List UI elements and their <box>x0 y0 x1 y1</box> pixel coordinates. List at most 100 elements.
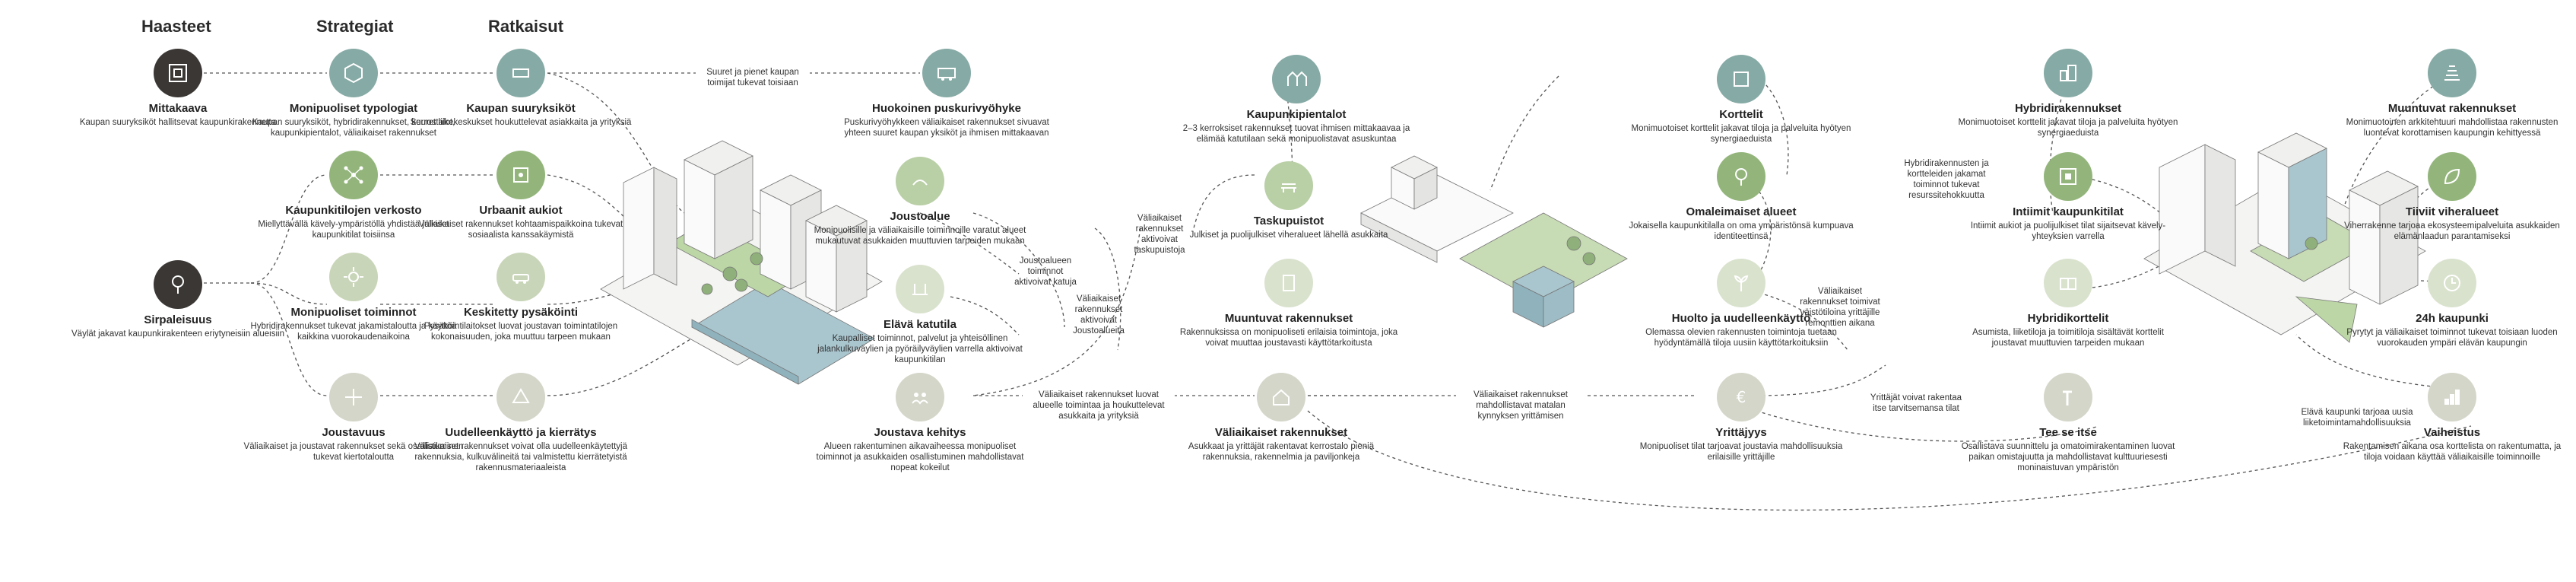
node-tiiviit-viheralueet: Tiiviit viheralueet Viherrakenne tarjoaa… <box>2338 152 2566 242</box>
node-monipuoliset-typologiat: Monipuoliset typologiat Kaupan suuryksik… <box>240 49 468 138</box>
node-title: Uudelleenkäyttö ja kierrätys <box>445 426 597 439</box>
node-title: Kaupunkitilojen verkosto <box>285 204 422 217</box>
node-desc: Väliaikaiset rakennukset voivat olla uud… <box>414 442 627 472</box>
node-desc: Viherrakenne tarjoaa ekosysteemipalvelui… <box>2344 221 2560 241</box>
node-hybridikorttelit: Hybridikorttelit Asumista, liiketiloja j… <box>1954 259 2182 348</box>
connector-label: Väliaikaiset rakennukset toimivat väistö… <box>1800 287 1880 328</box>
hammer-icon <box>2044 373 2092 421</box>
connector-label: Joustoalueen toiminnot aktivoivat katuja <box>1014 256 1077 287</box>
node-desc: Osallistava suunnittelu ja omatoimiraken… <box>1961 442 2175 472</box>
mixed-block-icon <box>2044 259 2092 307</box>
people-icon <box>896 373 944 421</box>
node-desc: Rakentamisen aikana osa korttelista on r… <box>2343 442 2562 462</box>
rectangle-icon <box>496 49 545 97</box>
network-icon <box>329 151 378 199</box>
node-title: Joustava kehitys <box>874 426 966 439</box>
node-desc: Monipuolisille ja väliaikaisille toiminn… <box>814 226 1026 246</box>
node-desc: Intiimit aukiot ja puolijulkiset tilat s… <box>1970 221 2166 241</box>
node-joustavuus: Joustavuus Väliaikaiset ja joustavat rak… <box>240 373 468 463</box>
node-title: Monipuoliset toiminnot <box>290 306 417 319</box>
node-urbaanit-aukiot: Urbaanit aukiot Väliaikaiset rakennukset… <box>407 151 635 240</box>
node-desc: Monimuotoiset korttelit jakavat tiloja j… <box>1631 124 1851 144</box>
node-desc: Asumista, liiketiloja ja toimitiloja sis… <box>1972 328 2164 348</box>
node-title: Monipuoliset typologiat <box>289 102 418 115</box>
node-title: Keskitetty pysäköinti <box>463 306 579 319</box>
euro-icon: € <box>1717 373 1765 421</box>
node-title: Taskupuistot <box>1253 215 1324 227</box>
node-desc: Kaupan suuryksiköt hallitsevat kaupunkir… <box>79 118 277 127</box>
node-title: Hybridikorttelit <box>2027 312 2109 325</box>
node-24h-kaupunki: 24h kaupunki Pyrytyt ja väliaikaiset toi… <box>2338 259 2566 348</box>
node-desc: Puskurivyöhykkeen väliaikaiset rakennuks… <box>844 118 1049 138</box>
node-title: Väliaikaiset rakennukset <box>1214 426 1348 439</box>
connector-label: Väliaikaiset rakennukset luovat alueelle… <box>1023 390 1175 421</box>
phases-icon <box>2428 373 2476 421</box>
node-desc: Suuret liikekeskukset houkuttelevat asia… <box>410 118 632 127</box>
node-desc: Asukkaat ja yrittäjät rakentavat kerrost… <box>1188 442 1375 462</box>
node-intiimit-kaupunkitilat: Intiimit kaupunkitilat Intiimit aukiot j… <box>1954 152 2182 242</box>
node-desc: Pyrytyt ja väliaikaiset toiminnot tukeva… <box>2346 328 2558 348</box>
node-elava-katutila: Elävä katutila Kaupalliset toiminnot, pa… <box>806 265 1034 365</box>
node-puskurivyohyke: Huokoinen puskurivyöhyke Puskurivyöhykke… <box>833 49 1061 138</box>
node-korttelit: Korttelit Monimuotoiset korttelit jakava… <box>1627 55 1855 145</box>
node-title: Vaiheistus <box>2423 426 2481 439</box>
stacked-building-icon <box>2428 49 2476 97</box>
connector-label: Hybridirakennusten ja kortteleiden jakam… <box>1904 159 1989 200</box>
node-desc: Monimuotoiset korttelit jakavat tiloja j… <box>1958 118 2178 138</box>
connector-label: Väliaikaiset rakennukset mahdollistavat … <box>1456 390 1585 421</box>
node-desc: Alueen rakentuminen aikavaiheessa monipu… <box>816 442 1024 472</box>
node-title: Sirpaleisuus <box>144 313 212 326</box>
svg-text:€: € <box>1737 388 1746 406</box>
hexagon-shapes-icon <box>329 49 378 97</box>
node-monipuoliset-toiminnot: Monipuoliset toiminnot Hybridirakennukse… <box>240 253 468 342</box>
node-title: Korttelit <box>1719 108 1763 121</box>
node-title: Urbaanit aukiot <box>479 204 563 217</box>
node-title: Tiiviit viheralueet <box>2405 205 2499 218</box>
node-title: Mittakaava <box>148 102 208 115</box>
clock-icon <box>2428 259 2476 307</box>
recycle-icon <box>496 373 545 421</box>
node-keskitetty-pysakointi: Keskitetty pysäköinti Pysäköintilaitokse… <box>407 253 635 342</box>
node-title: Muuntuvat rakennukset <box>1224 312 1353 325</box>
node-title: Joustoalue <box>890 210 950 223</box>
node-desc: Pysäköintilaitokset luovat joustavan toi… <box>424 322 618 342</box>
hands-icon <box>896 157 944 205</box>
node-huolto: Huolto ja uudelleenkäyttö Olemassa olevi… <box>1627 259 1855 348</box>
node-kaupan-suuryksikot: Kaupan suuryksiköt Suuret liikekeskukset… <box>407 49 635 128</box>
location-pin-icon <box>154 260 202 309</box>
map-frame-icon <box>154 49 202 97</box>
node-desc: Jokaisella kaupunkitilalla on oma ympäri… <box>1629 221 1854 241</box>
header-strategiat: Strategiat <box>316 17 394 36</box>
node-desc: Monimuotoinen arkkitehtuuri mahdollistaa… <box>2346 118 2559 138</box>
node-title: Omaleimaiset alueet <box>1686 205 1797 218</box>
flex-arrows-icon <box>329 373 378 421</box>
connector-label: Suuret ja pienet kaupan toimijat tukevat… <box>696 67 810 88</box>
node-title: Huolto ja uudelleenkäyttö <box>1671 312 1811 325</box>
street-icon <box>896 265 944 313</box>
connector-label: Väliaikaiset rakennukset aktivoivat task… <box>1134 214 1185 255</box>
node-muuntuvat-rakennukset-1: Muuntuvat rakennukset Rakennuksissa on m… <box>1175 259 1403 348</box>
node-desc: Kaupan suuryksiköt, hybridirakennukset, … <box>252 118 455 138</box>
node-uudelleenkaytto: Uudelleenkäyttö ja kierrätys Väliaikaise… <box>407 373 635 473</box>
node-valiaikaiset-rakennukset: Väliaikaiset rakennukset Asukkaat ja yri… <box>1167 373 1395 463</box>
block-icon <box>1717 55 1765 103</box>
building-icon <box>1264 259 1313 307</box>
node-title: 24h kaupunki <box>2416 312 2489 325</box>
node-vaiheistus: Vaiheistus Rakentamisen aikana osa kortt… <box>2338 373 2566 463</box>
node-title: Intiimit kaupunkitilat <box>2013 205 2124 218</box>
park-bench-icon <box>1264 161 1313 210</box>
courtyard-icon <box>2044 152 2092 201</box>
houses-icon <box>1272 55 1321 103</box>
isometric-district-illustration-1 <box>600 140 883 385</box>
connector-label: Väliaikaiset rakennukset aktivoivat Jous… <box>1073 294 1125 336</box>
node-mittakaava: Mittakaava Kaupan suuryksiköt hallitseva… <box>64 49 292 128</box>
isometric-district-illustration-3 <box>2143 132 2426 343</box>
node-desc: Olemassa olevien rakennusten toimintoja … <box>1645 328 1837 348</box>
node-title: Hybridirakennukset <box>2014 102 2122 115</box>
node-joustoalue: Joustoalue Monipuolisille ja väliaikaisi… <box>806 157 1034 246</box>
car-icon <box>496 253 545 301</box>
node-title: Tee se itse <box>2039 426 2097 439</box>
sprout-icon <box>1717 259 1765 307</box>
header-ratkaisut: Ratkaisut <box>488 17 564 36</box>
node-desc: Rakennuksissa on monipuoliseti erilaisia… <box>1179 328 1398 348</box>
